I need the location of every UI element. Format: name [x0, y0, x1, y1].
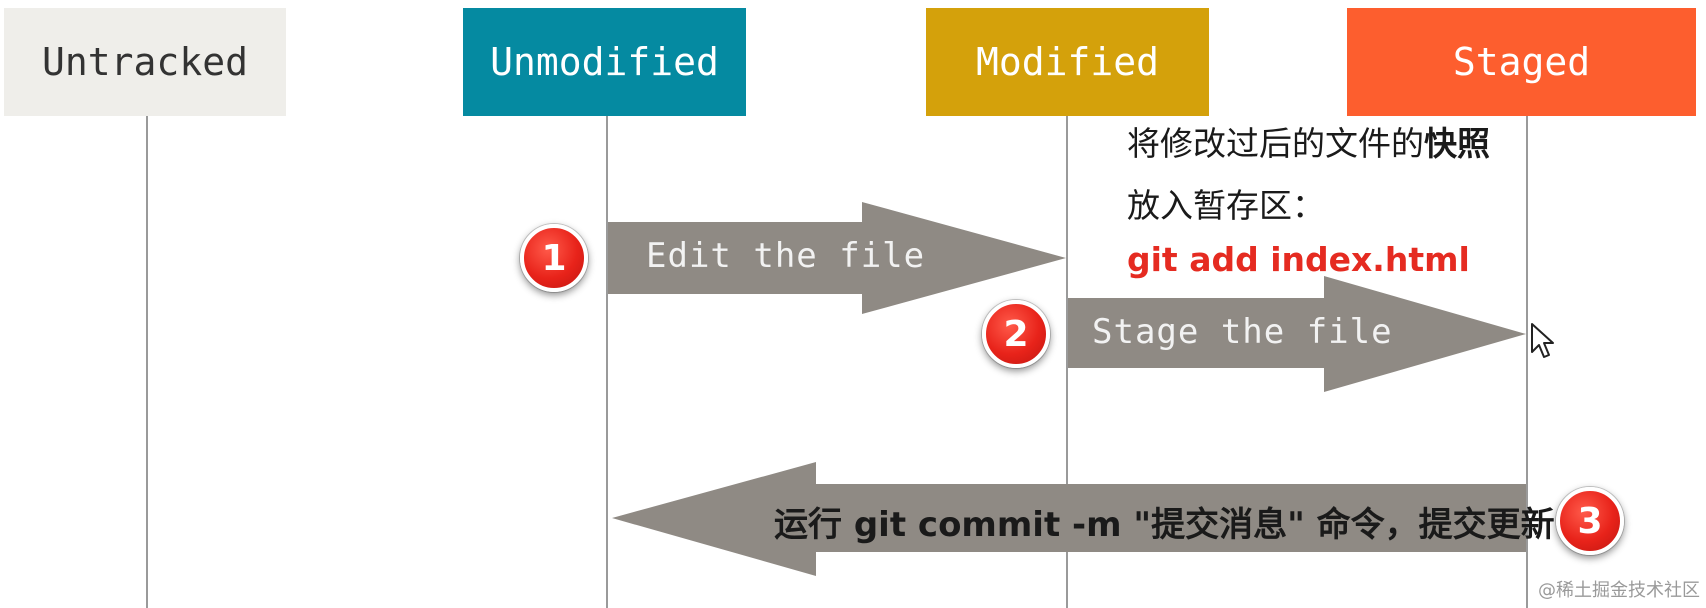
state-staged: Staged — [1347, 8, 1696, 116]
note-line-1: 将修改过后的文件的快照 — [1127, 117, 1490, 165]
state-untracked: Untracked — [4, 8, 286, 116]
state-unmodified: Unmodified — [463, 8, 746, 116]
note-line-2: 放入暂存区： — [1127, 186, 1325, 225]
state-untracked-label: Untracked — [42, 40, 248, 84]
stage-arrow-label: Stage the file — [1092, 312, 1393, 352]
watermark: @稀土掘金技术社区 — [1538, 580, 1700, 601]
step-3-badge: 3 — [1556, 487, 1624, 555]
lifeline-staged — [1526, 116, 1528, 608]
commit-arrow-label: 运行 git commit -m "提交消息" 命令，提交更新 — [774, 505, 1555, 545]
state-unmodified-label: Unmodified — [490, 40, 719, 84]
step-1-badge: 1 — [520, 224, 588, 292]
lifeline-unmodified — [606, 116, 608, 608]
note-line-1-text: 将修改过后的文件的 — [1127, 124, 1424, 163]
lifeline-modified — [1066, 116, 1068, 608]
step-2-badge: 2 — [982, 300, 1050, 368]
git-add-command: git add index.html — [1127, 240, 1470, 279]
state-staged-label: Staged — [1452, 40, 1591, 84]
state-modified-label: Modified — [975, 40, 1160, 84]
stage-arrow — [1068, 276, 1526, 392]
edit-arrow-label: Edit the file — [646, 236, 926, 276]
note-line-1-bold: 快照 — [1424, 124, 1490, 163]
state-modified: Modified — [926, 8, 1209, 116]
mouse-pointer-icon — [1531, 323, 1554, 358]
commit-arrow — [612, 462, 1526, 576]
lifeline-untracked — [146, 116, 148, 608]
edit-arrow — [608, 202, 1066, 314]
